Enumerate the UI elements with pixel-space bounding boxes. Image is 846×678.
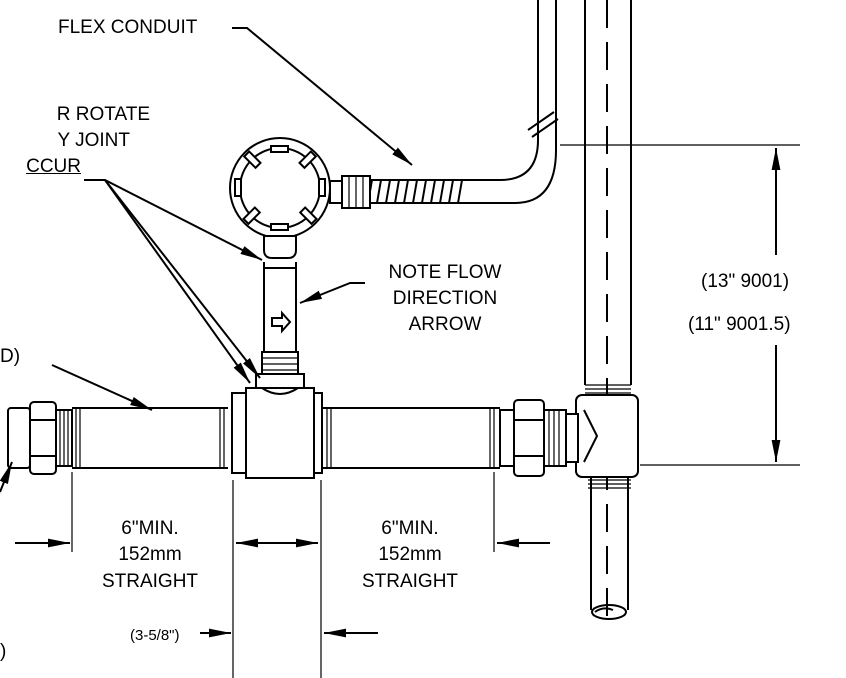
note-flow-line1: NOTE FLOW xyxy=(388,262,502,283)
lower-pipe-threads xyxy=(588,479,631,489)
conduit-ribs xyxy=(367,179,463,204)
sensor-tee-body xyxy=(231,387,323,479)
left-cut-label-2: ) xyxy=(0,641,7,662)
rotate-label-line1: R ROTATE xyxy=(56,104,150,125)
note-flow-line3: ARROW xyxy=(408,314,482,335)
dimension-11-label: (11" 9001.5) xyxy=(688,314,791,335)
rotate-label-line2: Y JOINT xyxy=(57,130,131,151)
leader-lines xyxy=(0,27,413,493)
min-right-line3: STRAIGHT xyxy=(361,571,459,592)
union-left xyxy=(7,401,73,475)
dimension-3-5-8-label: (3-5/8") xyxy=(130,627,180,644)
right-arrow-icon xyxy=(271,310,292,334)
bottom-dimensions xyxy=(15,472,550,678)
height-dimension xyxy=(560,144,800,466)
min-right-line2: 152mm xyxy=(378,544,442,565)
horizontal-pipe xyxy=(72,407,500,469)
upper-pipe-threads xyxy=(585,384,631,394)
min-right-line1: 6"MIN. xyxy=(381,518,439,539)
flex-conduit-label: FLEX CONDUIT xyxy=(58,17,198,38)
pipe-threads-right xyxy=(326,408,495,468)
union-right xyxy=(499,399,579,477)
min-left-line3: STRAIGHT xyxy=(101,571,199,592)
pipe-threads-left xyxy=(75,408,225,468)
min-left-line2: 152mm xyxy=(118,544,182,565)
vertical-pipe xyxy=(537,0,632,620)
left-cut-label-1: D) xyxy=(0,346,21,367)
dimension-13-label: (13" 9001) xyxy=(701,271,790,292)
junction-box xyxy=(229,137,331,259)
min-left-line1: 6"MIN. xyxy=(121,518,179,539)
flex-conduit xyxy=(329,111,559,209)
pipe-tee-fitting xyxy=(575,394,639,478)
rotate-label-line3: CCUR xyxy=(26,156,81,177)
note-flow-line2: DIRECTION xyxy=(392,288,498,309)
